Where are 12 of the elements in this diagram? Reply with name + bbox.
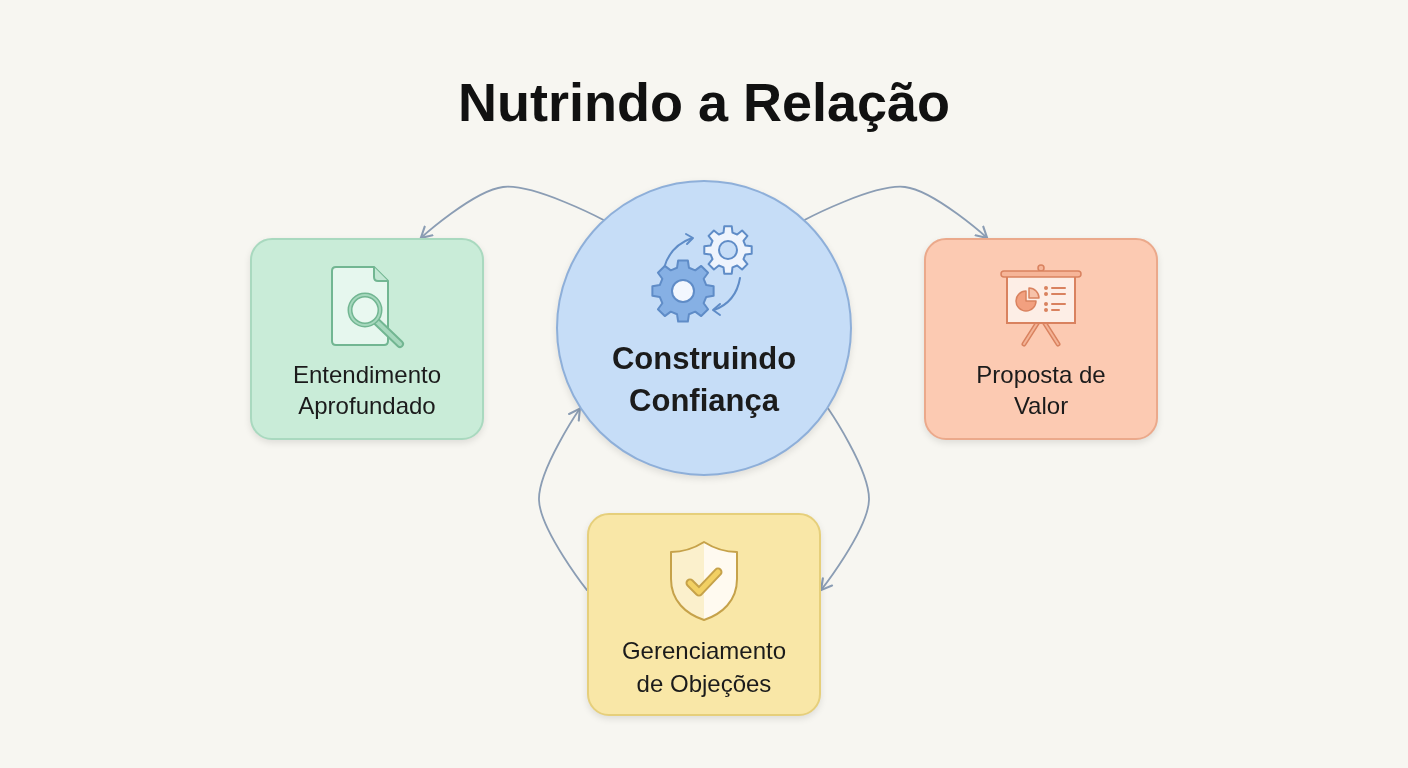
curved-arrow [419, 185, 604, 240]
curved-arrow [819, 407, 870, 592]
diagram-title: Nutrindo a Relação [457, 71, 951, 134]
curved-arrow [804, 185, 989, 240]
rounded-box [924, 238, 1158, 440]
rounded-box [587, 513, 821, 716]
node-label: Construindo Confiança [610, 340, 798, 420]
node-label: Gerenciamento de Objeções [620, 636, 788, 699]
node-label: Entendimento Aprofundado [291, 360, 443, 421]
curved-arrow [538, 407, 588, 592]
node-label: Proposta de Valor [975, 360, 1107, 421]
rounded-box [250, 238, 484, 440]
